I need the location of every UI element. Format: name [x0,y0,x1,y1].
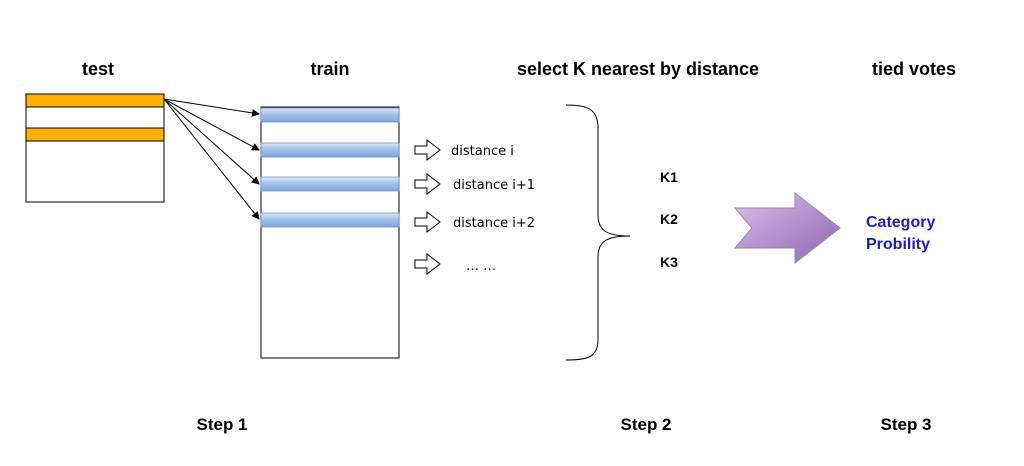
curly-brace [565,104,631,361]
test-table [25,93,165,203]
hollow-arrow-icon [414,138,441,162]
k-label: K1 [660,169,678,185]
train-row-highlight [260,142,400,158]
step-2-label: Step 2 [620,415,671,434]
distance-label: distance i+1 [453,178,535,193]
step-3-label: Step 3 [880,415,931,434]
distance-label: distance i+2 [453,216,535,231]
hollow-arrow-icon [414,210,441,234]
k-label: K3 [660,254,678,270]
test-table-frame [25,93,165,203]
heading-select-k-nearest: select K nearest by distance [517,59,759,79]
connector-arrow [163,98,260,220]
test-row-highlight [25,127,165,142]
connector-arrow [163,98,260,151]
train-table [260,106,400,359]
connector-arrow [163,98,260,185]
hollow-arrow-icon [414,172,441,196]
distance-arrows [414,138,441,276]
heading-test: test [82,59,114,79]
distance-label: distance i [451,144,514,159]
big-right-arrow-icon [733,191,841,265]
result-probability: Probility [866,236,930,253]
train-row-highlight [260,107,400,123]
heading-tied-votes: tied votes [872,59,956,79]
test-to-train-arrows [163,98,260,220]
k-label: K2 [660,211,678,227]
step-1-label: Step 1 [196,415,247,434]
test-row-highlight [25,93,165,108]
heading-train: train [310,59,349,79]
hollow-arrow-icon [414,252,441,276]
result-category: Category [866,214,935,231]
train-row-highlight [260,212,400,228]
ellipsis-label: … … [466,259,496,274]
connector-arrow [163,98,260,117]
train-row-highlight [260,176,400,192]
